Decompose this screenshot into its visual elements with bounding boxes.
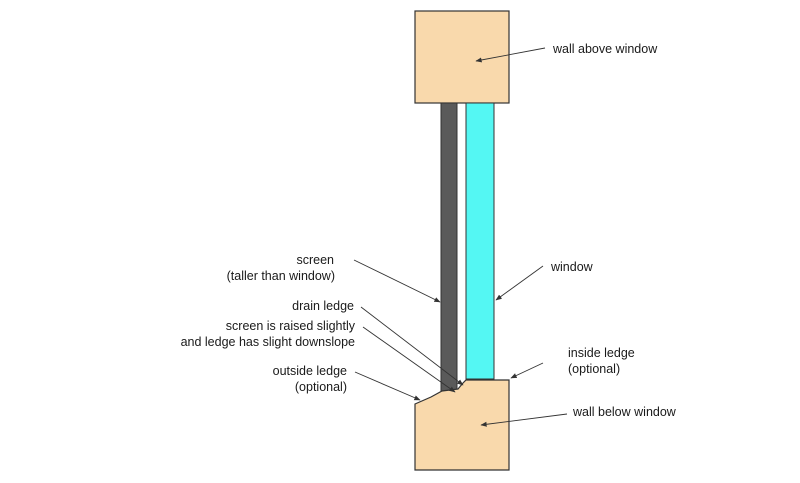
label-outside-ledge: outside ledge — [273, 364, 347, 378]
screen-bar — [440, 102, 458, 394]
leader-window — [495, 265, 544, 301]
leader-screen — [353, 259, 441, 303]
label-window: window — [550, 260, 594, 274]
label-wall-above-window: wall above window — [552, 42, 658, 56]
leader-screen-raised — [362, 326, 456, 393]
wall-above-window — [414, 10, 510, 104]
wall-below-window — [414, 379, 510, 471]
leader-outside-ledge — [354, 371, 421, 401]
leader-wall-above — [475, 47, 546, 63]
leader-wall-below — [480, 413, 568, 427]
label-inside-ledge-note: (optional) — [568, 362, 620, 376]
leader-inside-ledge — [510, 362, 544, 379]
label-screen-note: (taller than window) — [227, 269, 335, 283]
leader-drain-ledge — [360, 306, 464, 386]
label-screen: screen — [296, 253, 334, 267]
label-wall-below-window: wall below window — [572, 405, 677, 419]
label-outside-ledge-note: (optional) — [295, 380, 347, 394]
label-screen-raised-1: screen is raised slightly — [226, 319, 356, 333]
label-drain-ledge: drain ledge — [292, 299, 354, 313]
label-screen-raised-2: and ledge has slight downslope — [181, 335, 355, 349]
window-glass — [465, 102, 495, 380]
label-inside-ledge: inside ledge — [568, 346, 635, 360]
